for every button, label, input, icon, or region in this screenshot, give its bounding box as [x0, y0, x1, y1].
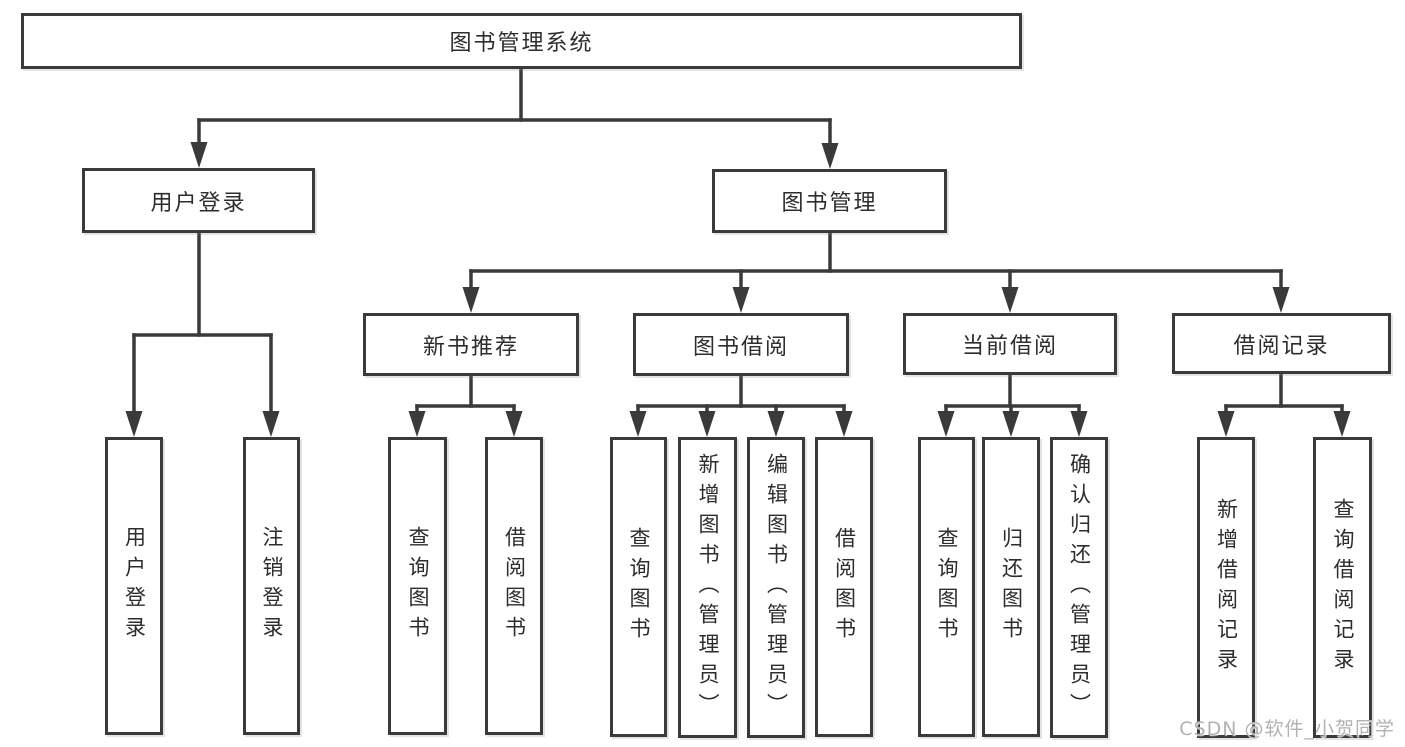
- node-label: 借阅记录: [1233, 333, 1330, 359]
- node-label: 图书管理: [781, 191, 878, 216]
- arrowhead-down-icon: [937, 411, 955, 437]
- node-leaf-return-book: 归还图书: [982, 437, 1040, 737]
- node-leaf-user-login: 用户登录: [105, 437, 163, 735]
- arrowhead-down-icon: [408, 411, 426, 437]
- arrowhead-down-icon: [1217, 411, 1235, 437]
- arrowhead-down-icon: [835, 411, 853, 437]
- node-current-borrow: 当前借阅: [903, 313, 1117, 375]
- edge-group: [629, 374, 853, 437]
- node-leaf-query-book-1: 查询图书: [388, 437, 447, 735]
- node-label: 新增图书（管理员）: [696, 452, 720, 723]
- node-leaf-add-borrow-rec: 新增借阅记录: [1197, 437, 1255, 738]
- node-leaf-confirm-return: 确认归还（管理员）: [1050, 437, 1108, 738]
- node-leaf-edit-book: 编辑图书（管理员）: [747, 437, 805, 738]
- arrowhead-down-icon: [190, 142, 208, 168]
- node-new-book-rec: 新书推荐: [363, 313, 579, 376]
- node-label: 借阅图书: [832, 527, 857, 647]
- node-label: 注销登录: [260, 526, 284, 646]
- node-label: 新书推荐: [422, 334, 519, 360]
- arrowhead-down-icon: [732, 287, 750, 313]
- node-leaf-query-book-3: 查询图书: [918, 437, 975, 737]
- csdn-watermark: CSDN @软件_小贺同学: [1179, 718, 1395, 740]
- arrowhead-down-icon: [125, 411, 143, 437]
- node-label: 确认归还（管理员）: [1067, 452, 1092, 723]
- edge-group: [190, 67, 839, 169]
- node-label: 借阅图书: [502, 526, 527, 646]
- node-leaf-borrow-book-1: 借阅图书: [485, 437, 543, 735]
- node-label: 用户登录: [122, 526, 147, 646]
- arrowhead-down-icon: [1001, 287, 1019, 313]
- arrowhead-down-icon: [629, 411, 647, 437]
- arrowhead-down-icon: [821, 143, 839, 169]
- edge-group: [937, 373, 1088, 437]
- node-leaf-query-borrow-rec: 查询借阅记录: [1313, 437, 1372, 738]
- node-label: 新增借阅记录: [1214, 497, 1239, 678]
- node-borrow-record: 借阅记录: [1172, 313, 1391, 374]
- node-label: 图书管理系统: [449, 31, 594, 56]
- node-leaf-borrow-book-2: 借阅图书: [815, 437, 873, 737]
- node-label: 图书借阅: [692, 334, 789, 360]
- arrowhead-down-icon: [698, 411, 716, 437]
- node-leaf-add-book: 新增图书（管理员）: [678, 437, 737, 738]
- arrowhead-down-icon: [767, 411, 785, 437]
- edge-group: [1217, 372, 1351, 437]
- arrowhead-down-icon: [462, 287, 480, 313]
- node-label: 归还图书: [999, 527, 1024, 647]
- node-leaf-query-book-2: 查询图书: [610, 437, 667, 737]
- arrowhead-down-icon: [1002, 411, 1020, 437]
- arrowhead-down-icon: [262, 411, 280, 437]
- node-label: 查询图书: [627, 527, 651, 647]
- node-label: 查询图书: [935, 527, 959, 647]
- node-root: 图书管理系统: [21, 13, 1022, 69]
- node-label: 当前借阅: [961, 334, 1058, 359]
- edge-group: [408, 374, 523, 437]
- node-book-mgmt: 图书管理: [712, 169, 947, 233]
- arrowhead-down-icon: [1272, 287, 1290, 313]
- node-leaf-logout: 注销登录: [243, 437, 300, 735]
- arrowhead-down-icon: [1070, 411, 1088, 437]
- node-book-borrow: 图书借阅: [633, 313, 849, 376]
- node-label: 查询图书: [406, 526, 430, 646]
- arrowhead-down-icon: [1333, 411, 1351, 437]
- node-user-login: 用户登录: [82, 168, 315, 233]
- node-label: 编辑图书（管理员）: [764, 452, 789, 723]
- arrowhead-down-icon: [505, 411, 523, 437]
- edge-group: [125, 231, 280, 437]
- edge-group: [462, 231, 1290, 313]
- node-label: 用户登录: [150, 190, 247, 216]
- node-label: 查询借阅记录: [1331, 497, 1355, 678]
